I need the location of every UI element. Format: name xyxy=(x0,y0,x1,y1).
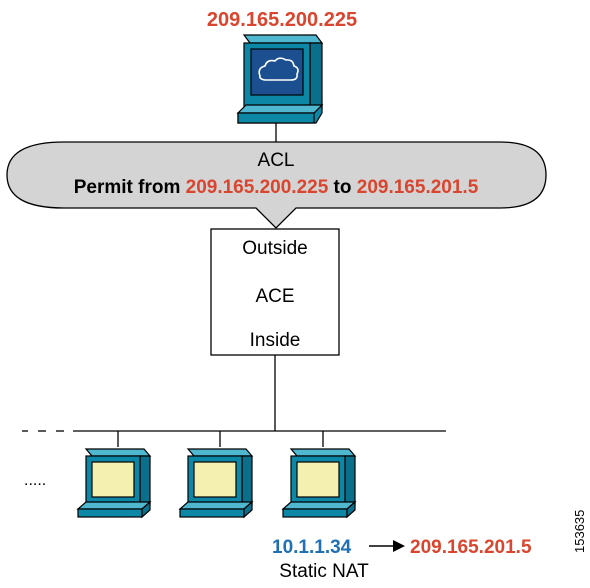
acl-title: ACL xyxy=(258,150,295,171)
arrow-right-icon xyxy=(369,540,405,552)
acl-rule: Permit from 209.165.200.225 to 209.165.2… xyxy=(74,177,479,198)
nat-host-icon xyxy=(281,448,357,519)
ace-outside-label: Outside xyxy=(242,238,307,259)
nat-real-ip: 10.1.1.34 xyxy=(272,537,352,558)
acl-source-ip: 209.165.200.225 xyxy=(186,177,329,198)
more-hosts-ellipsis: ..... xyxy=(24,472,46,489)
ace-box xyxy=(210,228,340,356)
cloud-monitor-icon xyxy=(236,34,324,124)
workstation-icon xyxy=(76,448,152,519)
ace-name: ACE xyxy=(255,286,294,307)
acl-dest-ip: 209.165.201.5 xyxy=(357,177,479,198)
nat-mapped-ip: 209.165.201.5 xyxy=(410,537,532,558)
acl-rule-connector: to xyxy=(328,177,357,198)
workstation-icon xyxy=(178,448,254,519)
figure-id: 153635 xyxy=(572,510,587,553)
acl-rule-prefix: Permit from xyxy=(74,177,186,198)
acl-bubble xyxy=(6,141,547,229)
ace-inside-label: Inside xyxy=(250,330,301,351)
nat-label: Static NAT xyxy=(279,561,369,582)
top-host-ip: 209.165.200.225 xyxy=(207,9,357,31)
